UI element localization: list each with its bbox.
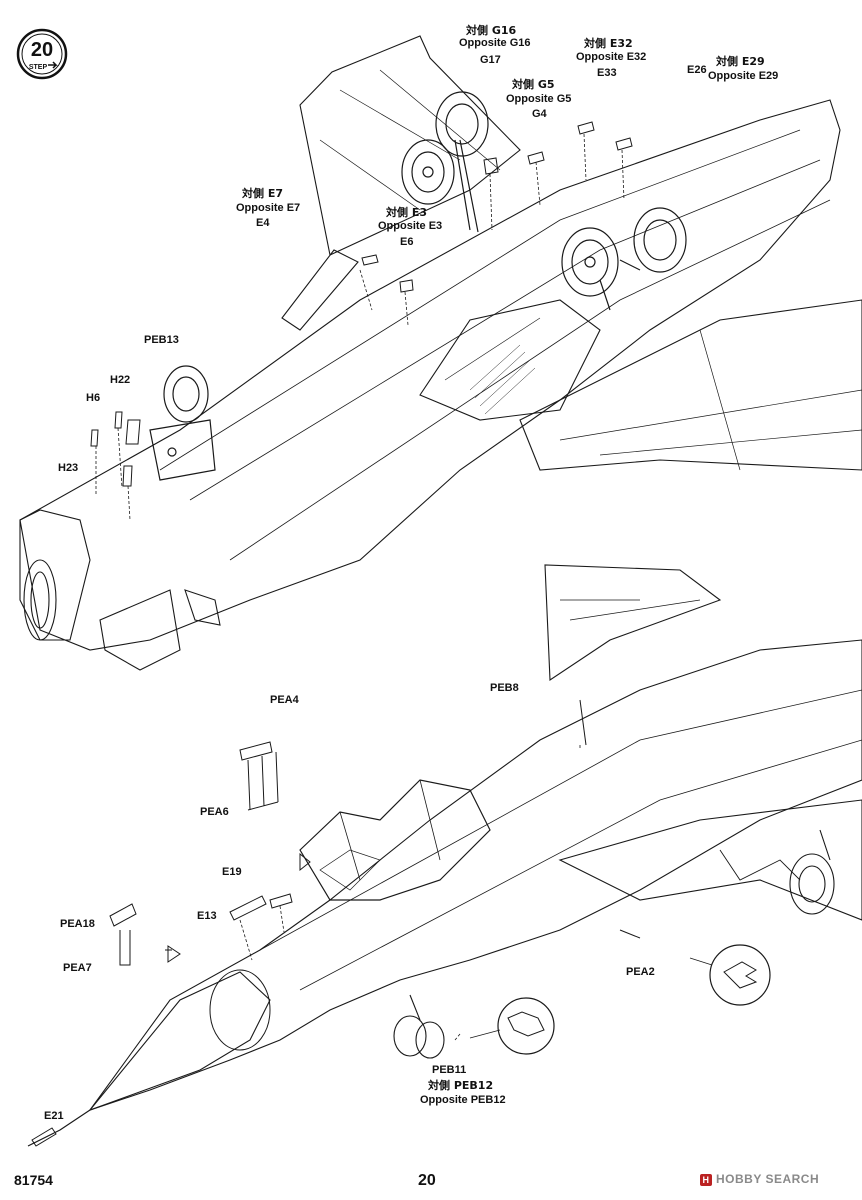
label-pea4: PEA4	[270, 694, 299, 706]
label-e7-cn: 対側 E7	[242, 187, 283, 200]
label-e29-en: Opposite E29	[708, 70, 779, 82]
upper-small-parts	[90, 121, 633, 521]
lower-nose	[88, 971, 271, 1112]
label-h6: H6	[86, 392, 101, 404]
label-h23: H23	[58, 462, 79, 474]
label-e29-cn: 対側 E29	[716, 55, 765, 68]
detail-circle-bottom	[469, 997, 555, 1055]
detail-circle-right	[689, 944, 771, 1006]
page-number: 20	[418, 1172, 436, 1189]
label-e32-en: Opposite E32	[576, 51, 647, 63]
label-e33: E33	[597, 67, 617, 79]
label-peb12-en: Opposite PEB12	[420, 1094, 506, 1106]
product-code: 81754	[14, 1172, 53, 1188]
label-h22: H22	[110, 374, 131, 386]
hobby-search-logo-icon: H	[700, 1174, 712, 1186]
label-g4: G4	[532, 108, 547, 120]
watermark-text: HOBBY SEARCH	[716, 1172, 820, 1186]
upper-nose-gear	[149, 365, 216, 481]
lower-canopy	[299, 779, 491, 901]
label-g17: G17	[480, 54, 501, 66]
lower-main-gear	[789, 829, 835, 915]
upper-wing	[519, 299, 862, 471]
label-peb8: PEB8	[490, 682, 519, 694]
lower-small-parts	[109, 699, 641, 1041]
lower-tail-fin	[544, 564, 722, 681]
label-e21: E21	[44, 1110, 64, 1122]
label-e26: E26	[687, 64, 707, 76]
label-g5-cn: 対側 G5	[512, 78, 555, 91]
label-pea2: PEA2	[626, 966, 655, 978]
upper-tail-fin	[299, 35, 521, 256]
upper-main-wheel-rear	[401, 91, 489, 233]
label-e3-cn: 対側 E3	[386, 206, 427, 219]
label-e7-en: Opposite E7	[236, 202, 301, 214]
label-pea6: PEA6	[200, 806, 229, 818]
label-g5-en: Opposite G5	[506, 93, 572, 105]
step-badge-icon: 20 STEP	[16, 28, 68, 80]
label-e4: E4	[256, 217, 270, 229]
label-pea18: PEA18	[60, 918, 95, 930]
label-peb11: PEB11	[432, 1064, 467, 1076]
label-e13: E13	[197, 910, 217, 922]
lower-fuselage	[88, 639, 862, 1112]
label-g16-en: Opposite G16	[459, 37, 531, 49]
label-e32-cn: 対側 E32	[584, 37, 633, 50]
label-peb13: PEB13	[144, 334, 179, 346]
lower-nose-gear	[393, 994, 445, 1059]
label-e19: E19	[222, 866, 242, 878]
lower-wing	[558, 799, 862, 921]
upper-fuselage	[19, 99, 841, 651]
label-e3-en: Opposite E3	[378, 220, 443, 232]
label-pea7: PEA7	[63, 962, 92, 974]
label-peb12-cn: 対側 PEB12	[428, 1079, 494, 1092]
watermark: H HOBBY SEARCH	[700, 1172, 819, 1186]
label-e6: E6	[400, 236, 414, 248]
upper-main-wheel-front	[561, 207, 687, 311]
upper-nose	[19, 509, 91, 641]
step-label: STEP	[29, 64, 48, 71]
step-number: 20	[31, 39, 53, 61]
label-g16-cn: 対側 G16	[466, 24, 517, 37]
upper-ventral-fin	[281, 249, 359, 331]
